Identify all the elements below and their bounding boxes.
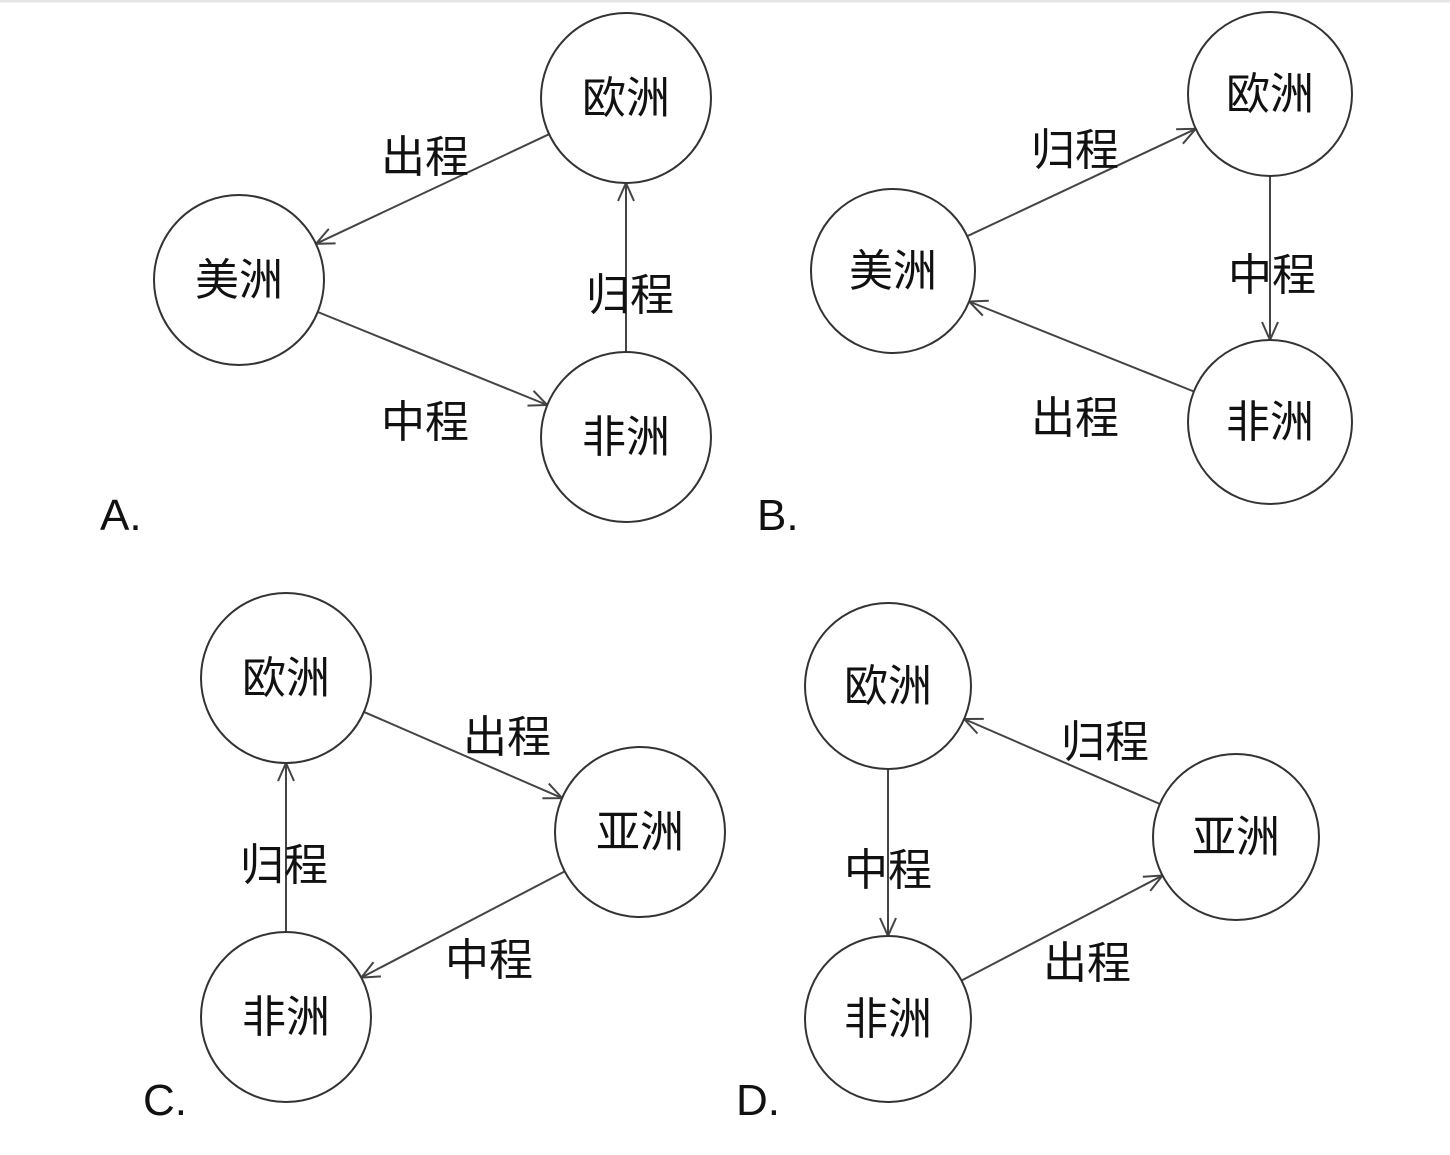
region-node-label: 亚洲: [596, 807, 684, 858]
region-node-label: 欧洲: [582, 73, 670, 124]
edge-label: 归程: [1061, 717, 1149, 768]
region-node-label: 非洲: [1226, 397, 1314, 448]
edge-arrow: [964, 719, 1161, 805]
region-node: [200, 592, 372, 764]
region-node-label: 美洲: [195, 255, 283, 306]
region-node: [540, 12, 712, 184]
region-node-label: 美洲: [849, 246, 937, 297]
option-letter: C.: [143, 1076, 187, 1125]
edge-arrow: [361, 870, 566, 977]
region-node: [804, 602, 972, 770]
edge-label: 出程: [463, 712, 551, 763]
edge-label: 中程: [1228, 250, 1316, 301]
option-letter: D.: [736, 1076, 780, 1125]
option-letter: B.: [757, 491, 799, 540]
edge-label: 归程: [586, 270, 674, 321]
edge-label: 出程: [1043, 938, 1131, 989]
region-node: [200, 931, 372, 1103]
region-node-label: 欧洲: [844, 661, 932, 712]
edge-label: 出程: [1031, 393, 1119, 444]
region-node: [810, 188, 976, 354]
edge-arrow: [961, 876, 1163, 982]
region-node: [153, 194, 325, 366]
edge-label: 归程: [1031, 125, 1119, 176]
region-node-label: 非洲: [844, 994, 932, 1045]
option-letter: A.: [100, 491, 142, 540]
edge-arrow: [363, 710, 562, 798]
edge-label: 中程: [381, 397, 469, 448]
region-node-label: 欧洲: [242, 653, 330, 704]
region-node-label: 亚洲: [1192, 812, 1280, 863]
region-node: [554, 746, 726, 918]
region-node: [1187, 11, 1353, 177]
region-node-label: 非洲: [582, 412, 670, 463]
edge-label: 中程: [844, 845, 932, 896]
edge-label: 归程: [240, 840, 328, 891]
edge-arrow: [316, 133, 550, 244]
region-node-label: 欧洲: [1226, 69, 1314, 120]
region-node: [1152, 753, 1320, 921]
edge-arrow: [969, 302, 1195, 393]
edge-label: 出程: [381, 132, 469, 183]
edge-arrow: [317, 311, 547, 405]
edge-arrow: [966, 129, 1196, 238]
region-node-label: 非洲: [242, 992, 330, 1043]
region-node: [540, 351, 712, 523]
edge-label: 中程: [445, 935, 533, 986]
region-node: [1187, 339, 1353, 505]
region-node: [804, 935, 972, 1103]
